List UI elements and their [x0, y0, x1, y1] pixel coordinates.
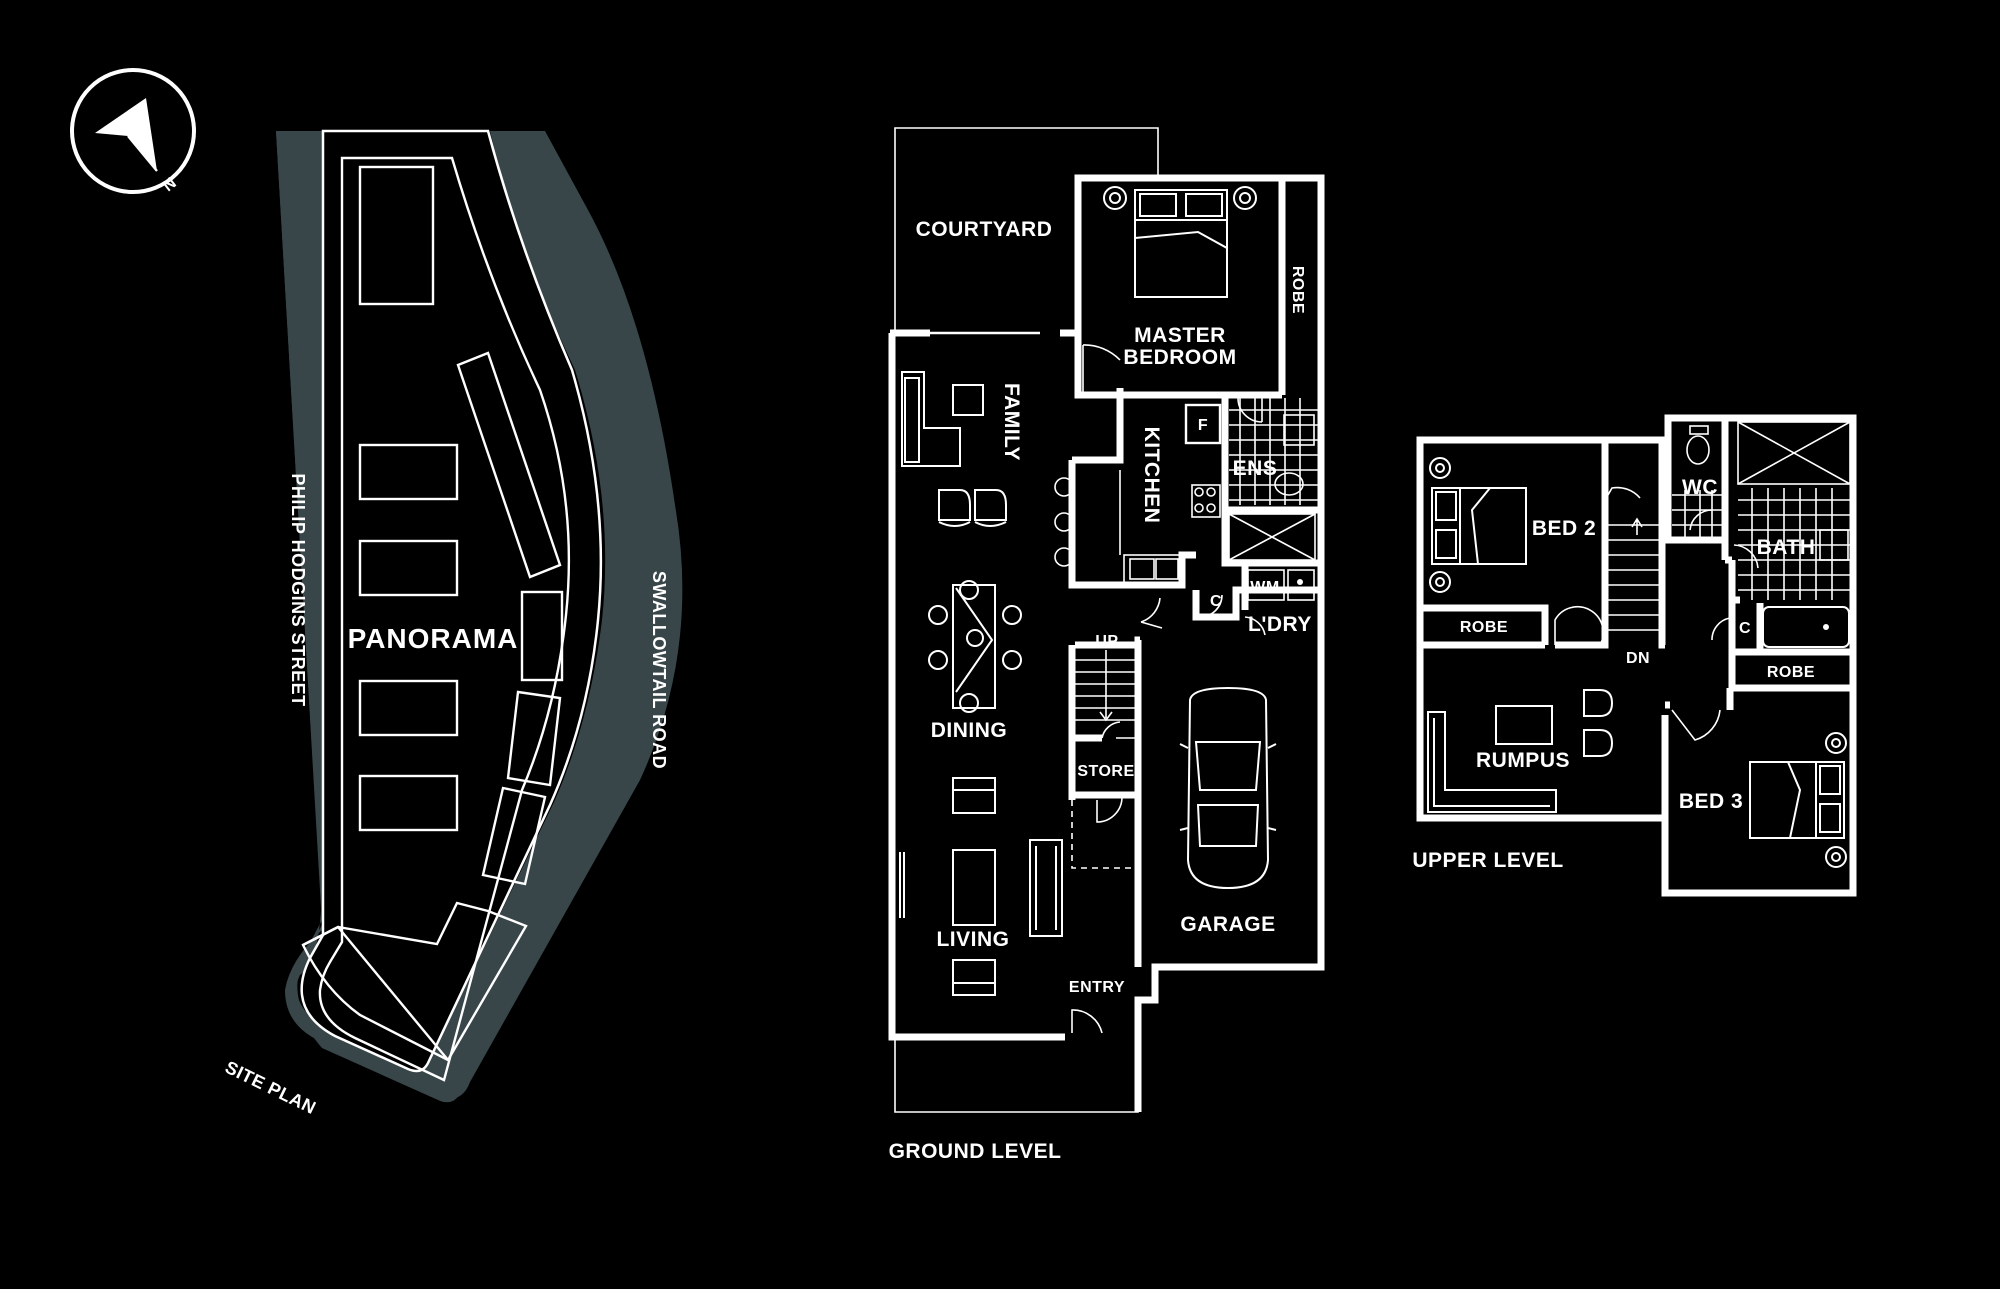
room-label-wc: WC — [1682, 476, 1718, 499]
upper-level-title: UPPER LEVEL — [1412, 849, 1563, 872]
north-arrow-icon: N — [70, 68, 196, 195]
stair-up-label: UP — [1095, 633, 1118, 650]
room-label-bed3: BED 3 — [1679, 790, 1743, 813]
car-icon — [1179, 686, 1277, 890]
room-label-robe-bed3: ROBE — [1767, 664, 1815, 681]
room-label-dining: DINING — [931, 719, 1008, 742]
ground-level-plan: COURTYARD MASTER BEDROOM ROBE FAMILY KIT… — [888, 127, 1325, 1163]
site-plan: PANORAMA PHILIP HODGINS STREET SWALLOWTA… — [222, 129, 683, 1118]
cupboard-label-upper: C — [1739, 620, 1751, 637]
room-label-robe: ROBE — [1289, 266, 1306, 314]
room-label-courtyard: COURTYARD — [916, 218, 1053, 241]
room-label-laundry: L'DRY — [1248, 613, 1312, 636]
room-label-rumpus: RUMPUS — [1476, 749, 1570, 772]
room-label-master-2: BEDROOM — [1123, 346, 1236, 369]
washing-machine-label: WM — [1250, 579, 1279, 596]
room-label-family: FAMILY — [1000, 383, 1023, 461]
bed-icon — [1749, 732, 1847, 868]
room-label-store: STORE — [1077, 763, 1134, 780]
street-label-right: SWALLOWTAIL ROAD — [649, 571, 669, 769]
bed-icon — [1429, 457, 1527, 593]
room-label-robe-bed2: ROBE — [1460, 619, 1508, 636]
fridge-label: F — [1198, 417, 1208, 434]
street-label-left: PHILIP HODGINS STREET — [288, 473, 308, 706]
room-label-master-1: MASTER — [1134, 324, 1226, 347]
upper-level-plan: BED 2 WC BATH ROBE C DN ROBE RUMPUS BED … — [1412, 414, 1857, 897]
room-label-entry: ENTRY — [1069, 979, 1125, 996]
cupboard-label: C — [1210, 593, 1222, 610]
ground-level-title: GROUND LEVEL — [889, 1140, 1062, 1163]
room-label-bath: BATH — [1757, 536, 1816, 559]
room-label-ens: ENS — [1233, 457, 1278, 480]
site-name: PANORAMA — [348, 623, 519, 654]
room-label-bed2: BED 2 — [1532, 517, 1596, 540]
room-label-living: LIVING — [936, 928, 1009, 951]
room-label-kitchen: KITCHEN — [1140, 427, 1163, 524]
room-label-garage: GARAGE — [1180, 913, 1275, 936]
stair-down-label: DN — [1626, 650, 1650, 667]
bed-icon — [1103, 186, 1257, 298]
